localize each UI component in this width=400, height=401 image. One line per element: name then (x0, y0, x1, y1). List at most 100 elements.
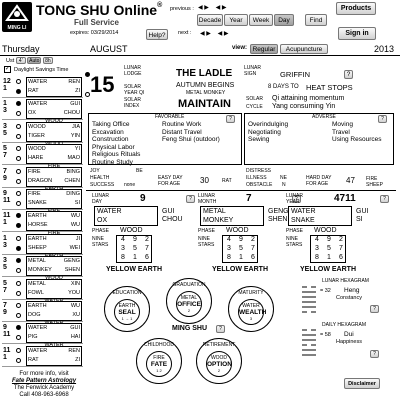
hour-branch-cn: YIN (70, 132, 80, 139)
pillar-help-button[interactable]: ? (186, 195, 195, 203)
find-button[interactable]: Find (305, 14, 327, 26)
help-button[interactable]: Help? (146, 29, 168, 40)
solar-year-qi: AUTUMN BEGINS (176, 82, 235, 89)
hour-branch-cn: XU (72, 312, 80, 318)
help-adverse-button[interactable]: ? (378, 115, 387, 123)
hour-stem: WATER (28, 325, 48, 332)
daily-hexagram-sub: Happiness (336, 339, 362, 345)
activity-item: Construction (92, 136, 129, 143)
hour-dot (16, 335, 21, 341)
footer: For more info, visit Fate Pattern Astrol… (2, 371, 86, 399)
hour-dot (16, 268, 21, 274)
hour-dot (16, 235, 21, 241)
hour-element-label: WOOD (45, 140, 63, 147)
pillar-branch: MONKEY (203, 217, 234, 224)
favorable-box (88, 113, 242, 165)
pillar-help-button[interactable]: ? (292, 195, 301, 203)
activity-item: Distant Travel (162, 128, 202, 136)
day-number: 15 (90, 72, 115, 97)
hour-branch-cn: CHOU (63, 110, 80, 117)
childhood-label: CHILDHOOD (143, 342, 174, 348)
regular-view-button[interactable]: Regular (250, 44, 278, 54)
dst-opt2[interactable]: 4′ (15, 57, 26, 64)
pillar-branch-cn: SI (356, 216, 363, 223)
hour-stem-cn: REN (68, 79, 80, 85)
year-button[interactable]: Year (224, 14, 248, 26)
hour-branch-cn: ZI (75, 356, 80, 363)
pillar-number: 7 (246, 193, 252, 204)
help-lunar-hexagram-button[interactable]: ? (370, 305, 379, 313)
next-arrows[interactable]: ◀ ▶ ◀ ▶ (200, 31, 229, 37)
grid-cell: 7 (339, 245, 343, 252)
help-sign-button[interactable]: ? (344, 70, 353, 79)
day-dot-open (85, 92, 90, 97)
solar-year-label: SOLAR YEAR QI (124, 84, 145, 96)
footer-line1: For more info, visit (19, 371, 69, 377)
signin-button[interactable]: Sign in (338, 27, 376, 40)
hour-branch: SNAKE (28, 200, 47, 206)
dst-opt1[interactable]: Ust (6, 58, 15, 64)
help-daily-hexagram-button[interactable]: ? (370, 350, 379, 358)
decade-button[interactable]: Decade (197, 14, 223, 26)
lunar-sign-label: LUNAR SIGN (244, 65, 261, 77)
lunar-hexagram-name: Heng (344, 287, 360, 294)
ming-li-logo-icon (5, 4, 29, 21)
hour-dot (16, 89, 21, 94)
help-favorable-button[interactable]: ? (226, 115, 235, 123)
hour-dot (16, 290, 21, 296)
dst-opt4[interactable]: 8h (42, 57, 53, 64)
seal-label: SEAL (118, 309, 136, 316)
phase-label: PHASE (92, 228, 109, 234)
dst-opt3[interactable]: Auto (27, 57, 42, 64)
products-button[interactable]: Products (336, 2, 376, 15)
previous-label: previous : (170, 6, 194, 12)
disclaimer-button[interactable]: Disclaimer (344, 378, 380, 389)
activity-item: Negotiating (248, 128, 281, 136)
hour-stem: EARTH (28, 213, 47, 220)
acupuncture-view-button[interactable]: Acupuncture (280, 44, 328, 54)
lunar-hexagram-n: 32 (324, 288, 331, 294)
pillar-help-button[interactable]: ? (380, 195, 389, 203)
help-mingshu-button[interactable]: ? (216, 325, 225, 333)
dst-options[interactable]: Ust 4′ Auto 8h (6, 57, 53, 64)
expires-label: expires: 03/29/2014 (70, 30, 119, 36)
dst-checkbox[interactable]: ✓ (4, 66, 11, 73)
day-button[interactable]: Day (274, 14, 294, 26)
fate-sub: 1 2 (156, 368, 162, 373)
logo[interactable]: MING LI (2, 2, 32, 32)
cycle-label: CYCLE (246, 104, 263, 110)
hour-branch-cn: CHEN (64, 177, 80, 184)
prev-arrows[interactable]: ◀ ▶ ◀ ▶ (198, 5, 227, 11)
week-button[interactable]: Week (249, 14, 273, 26)
fate-pattern-link[interactable]: Fate Pattern Astrology (11, 378, 77, 384)
hour-stem: METAL (28, 258, 46, 265)
daily-hexagram-number: = 58 (320, 332, 331, 338)
